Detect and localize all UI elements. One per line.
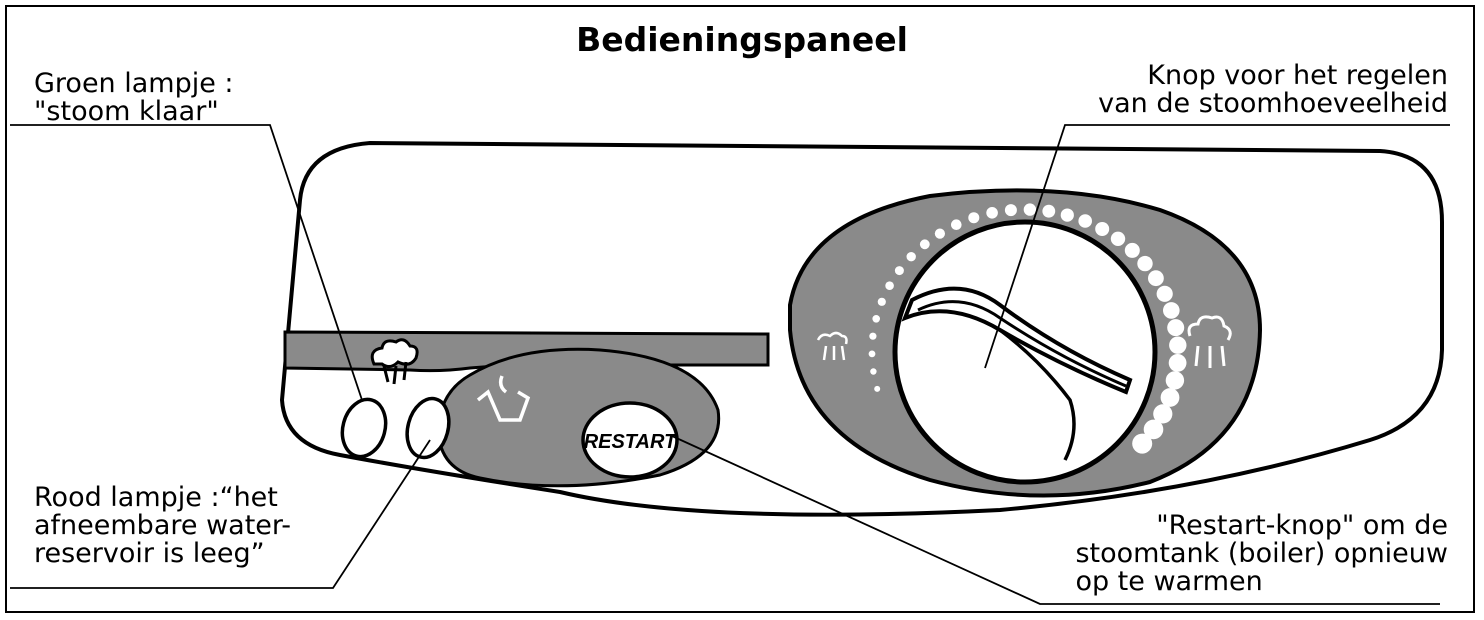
restart-button-label: RESTART bbox=[584, 431, 678, 453]
scale-dot bbox=[1137, 255, 1153, 272]
restart-label-line-2: stoomtank (boiler) opnieuw bbox=[1075, 538, 1448, 569]
steam-knob-label-line-2: van de stoomhoeveelheid bbox=[1098, 88, 1448, 119]
scale-dot bbox=[869, 332, 877, 340]
scale-dot bbox=[951, 219, 962, 230]
scale-dot bbox=[1156, 285, 1173, 302]
green-lamp-label-line-2: "stoom klaar" bbox=[34, 96, 219, 127]
restart-button[interactable] bbox=[581, 401, 679, 479]
steam-cloud-icon bbox=[370, 338, 419, 385]
scale-dot bbox=[1153, 404, 1173, 424]
red-lamp-label: Rood lampje :“het afneembare water- rese… bbox=[34, 484, 291, 568]
green-lamp-callout bbox=[10, 124, 363, 401]
scale-dot bbox=[885, 281, 894, 291]
scale-dot bbox=[986, 207, 998, 219]
restart-label-line-1: "Restart-knop" om de bbox=[1156, 510, 1448, 541]
scale-dot bbox=[1148, 270, 1164, 287]
scale-dot bbox=[1124, 242, 1140, 258]
scale-dot bbox=[934, 228, 946, 239]
scale-dot bbox=[872, 315, 880, 323]
steam-scale-dots bbox=[868, 203, 1187, 454]
water-tank-icon bbox=[476, 375, 531, 422]
scale-dot bbox=[1165, 371, 1185, 390]
green-lamp-label-line-1: Groen lampje : bbox=[34, 68, 234, 99]
scale-dot bbox=[874, 385, 881, 392]
callout-lines bbox=[10, 124, 1450, 605]
scale-dot bbox=[1023, 203, 1037, 216]
scale-dot bbox=[1168, 354, 1187, 372]
diagram-title: Bedieningspaneel bbox=[576, 20, 908, 59]
knob-grip-inner bbox=[917, 300, 1127, 388]
restart-callout bbox=[671, 435, 1440, 605]
green-lamp-label: Groen lampje : "stoom klaar" bbox=[34, 70, 234, 126]
scale-dot bbox=[968, 212, 980, 224]
scale-dot bbox=[894, 266, 904, 276]
scale-dot bbox=[870, 368, 877, 375]
scale-dot bbox=[919, 239, 930, 250]
red-lamp-label-line-1: Rood lampje :“het bbox=[34, 482, 278, 513]
red-lamp bbox=[405, 396, 451, 460]
restart-label: "Restart-knop" om de stoomtank (boiler) … bbox=[1075, 512, 1448, 596]
red-lamp-label-line-3: reservoir is leeg” bbox=[34, 538, 265, 569]
steam-knob-label: Knop voor het regelen van de stoomhoevee… bbox=[1098, 62, 1448, 118]
scale-dot bbox=[1132, 433, 1153, 454]
scale-dot bbox=[1078, 214, 1092, 228]
steam-high-icon bbox=[1187, 315, 1232, 368]
scale-dot bbox=[1143, 419, 1164, 440]
restart-pill bbox=[436, 347, 721, 488]
green-lamp bbox=[340, 397, 388, 459]
scale-dot bbox=[1160, 388, 1180, 407]
knob-callout bbox=[984, 124, 1450, 369]
red-lamp-label-line-2: afneembare water- bbox=[34, 510, 292, 541]
diagram-frame bbox=[5, 5, 1475, 613]
knob-grip-lower bbox=[998, 328, 1076, 461]
scale-dot bbox=[1042, 204, 1056, 218]
scale-dot bbox=[877, 297, 886, 306]
scale-dot bbox=[1169, 336, 1187, 354]
steam-low-icon bbox=[816, 331, 848, 361]
scale-dot bbox=[906, 252, 916, 262]
red-lamp-callout bbox=[10, 439, 431, 589]
scale-dot bbox=[1095, 222, 1110, 236]
scale-dot bbox=[1110, 231, 1126, 246]
scale-dot bbox=[1060, 208, 1074, 222]
knob-grip bbox=[901, 286, 1133, 395]
restart-label-line-3: op te warmen bbox=[1075, 566, 1263, 597]
scale-dot bbox=[1163, 302, 1180, 319]
steam-knob-label-line-1: Knop voor het regelen bbox=[1147, 60, 1448, 91]
scale-dot bbox=[1004, 204, 1017, 217]
scale-dot bbox=[868, 350, 876, 358]
scale-dot bbox=[1167, 319, 1185, 337]
